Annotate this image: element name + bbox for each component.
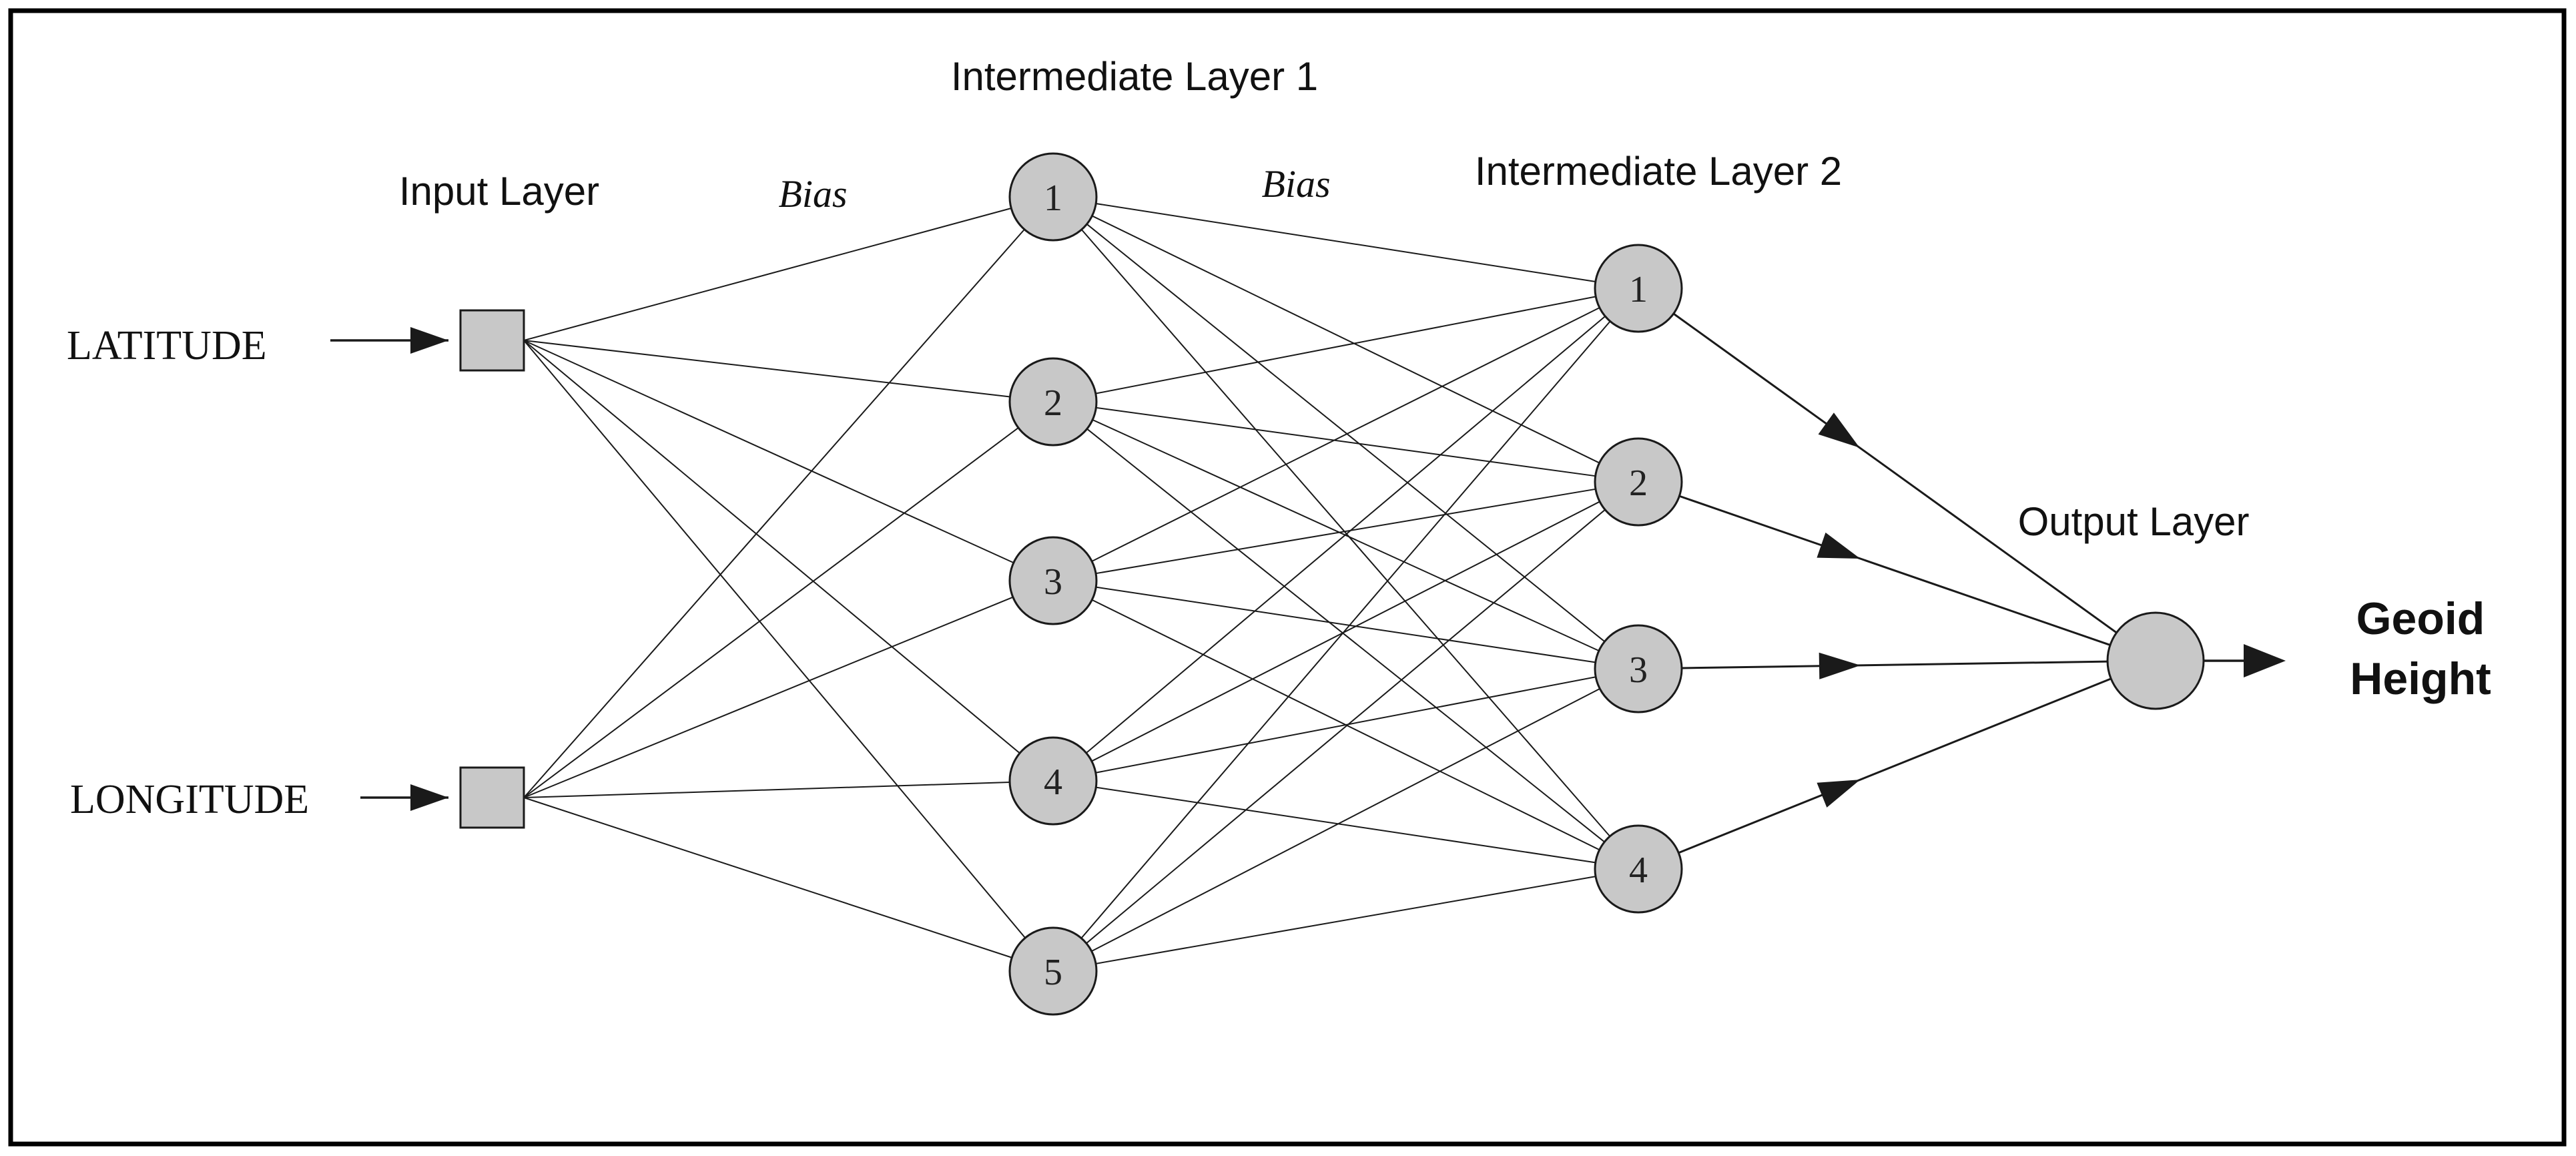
connections — [523, 203, 1611, 964]
output-connection-arrowhead — [1818, 412, 1860, 448]
input-to-hidden1-connection — [523, 427, 1019, 798]
intermediate-layer-1: 1 2 3 4 5 — [1008, 152, 1098, 1016]
intermediate-layer-2: 1 2 3 4 — [1594, 244, 1683, 914]
output-layer-title: Output Layer — [2018, 499, 2250, 544]
input-to-hidden1-connection — [523, 229, 1025, 798]
input-layer — [459, 309, 525, 829]
input-layer-title: Input Layer — [399, 169, 599, 214]
hidden1-to-hidden2-connection — [1086, 428, 1605, 843]
intermediate-layer-1-title: Intermediate Layer 1 — [951, 54, 1318, 99]
hidden2-node: 3 — [1594, 624, 1683, 713]
hidden2-node-label: 2 — [1629, 463, 1648, 504]
output-arrows — [1672, 312, 2118, 854]
hidden2-to-output-connection — [1681, 660, 2108, 669]
input-to-hidden1-connection — [523, 340, 1014, 564]
hidden1-node-label: 5 — [1044, 952, 1062, 993]
latitude-label: LATITUDE — [67, 323, 267, 368]
output-connection-arrowhead — [1817, 780, 1861, 808]
hidden2-node: 2 — [1594, 437, 1683, 527]
hidden1-to-hidden2-connection — [1095, 488, 1596, 575]
hidden1-to-hidden2-connection — [1096, 786, 1596, 864]
hidden2-node-label: 1 — [1629, 269, 1648, 310]
output-connection-arrowhead — [1817, 532, 1861, 559]
input-to-hidden1-connection — [523, 208, 1012, 341]
longitude-label: LONGITUDE — [70, 777, 309, 822]
input-to-hidden1-connection — [523, 797, 1012, 958]
input-to-hidden1-connection — [523, 340, 1020, 754]
hidden1-to-hidden2-connection — [1080, 229, 1611, 837]
hidden1-node: 2 — [1008, 357, 1098, 447]
geoid-height-label-line2: Height — [2350, 653, 2491, 704]
hidden1-node-label: 2 — [1044, 382, 1062, 424]
hidden1-node: 5 — [1008, 926, 1098, 1016]
longitude-arrowhead — [410, 784, 448, 811]
input-to-hidden1-connection — [523, 596, 1014, 798]
hidden2-to-output-connection — [1678, 677, 2112, 854]
hidden1-to-hidden2-connection — [1096, 406, 1596, 477]
hidden1-to-hidden2-connection — [1091, 307, 1600, 562]
hidden1-node: 1 — [1008, 152, 1098, 242]
hidden1-to-hidden2-connection — [1091, 501, 1600, 762]
hidden1-node-label: 3 — [1044, 561, 1062, 603]
hidden2-node: 1 — [1594, 244, 1683, 333]
input-to-hidden1-connection — [523, 782, 1010, 798]
hidden1-node-label: 1 — [1044, 178, 1062, 219]
input-arrows — [330, 327, 448, 811]
hidden1-to-hidden2-connection — [1095, 296, 1596, 394]
hidden1-to-hidden2-connection — [1091, 687, 1600, 952]
input-to-hidden1-connection — [523, 340, 1026, 938]
hidden1-to-hidden2-connection — [1095, 876, 1596, 964]
hidden1-node-label: 4 — [1044, 762, 1062, 803]
hidden1-to-hidden2-connection — [1086, 224, 1606, 642]
hidden1-to-hidden2-connection — [1092, 215, 1600, 464]
hidden2-node: 4 — [1594, 824, 1683, 914]
hidden2-node-label: 3 — [1629, 649, 1648, 691]
diagram-frame — [8, 8, 2567, 1147]
hidden1-to-hidden2-connection — [1086, 509, 1606, 944]
geoid-height-label-line1: Geoid — [2356, 593, 2485, 644]
hidden1-to-hidden2-connection — [1096, 203, 1596, 282]
bias-label-1: Bias — [778, 172, 847, 216]
hidden1-to-hidden2-connection — [1096, 586, 1596, 663]
bias-label-2: Bias — [1261, 162, 1330, 206]
hidden2-to-output-connection — [1672, 312, 2118, 634]
hidden1-node: 4 — [1008, 736, 1098, 826]
input-node-longitude — [459, 766, 525, 829]
output-node — [2106, 611, 2205, 710]
input-node-latitude — [459, 309, 525, 372]
hidden1-to-hidden2-connection — [1086, 316, 1606, 754]
hidden1-to-hidden2-connection — [1095, 676, 1596, 774]
hidden2-node-label: 4 — [1629, 850, 1648, 891]
hidden1-node: 3 — [1008, 536, 1098, 625]
latitude-arrowhead — [410, 327, 448, 354]
output-arrowhead — [2244, 644, 2286, 677]
input-to-hidden1-connection — [523, 340, 1010, 398]
hidden1-to-hidden2-connection — [1080, 320, 1611, 939]
intermediate-layer-2-title: Intermediate Layer 2 — [1475, 149, 1842, 194]
output-connection-arrowhead — [1819, 652, 1861, 679]
hidden2-to-output-connection — [1678, 495, 2111, 646]
